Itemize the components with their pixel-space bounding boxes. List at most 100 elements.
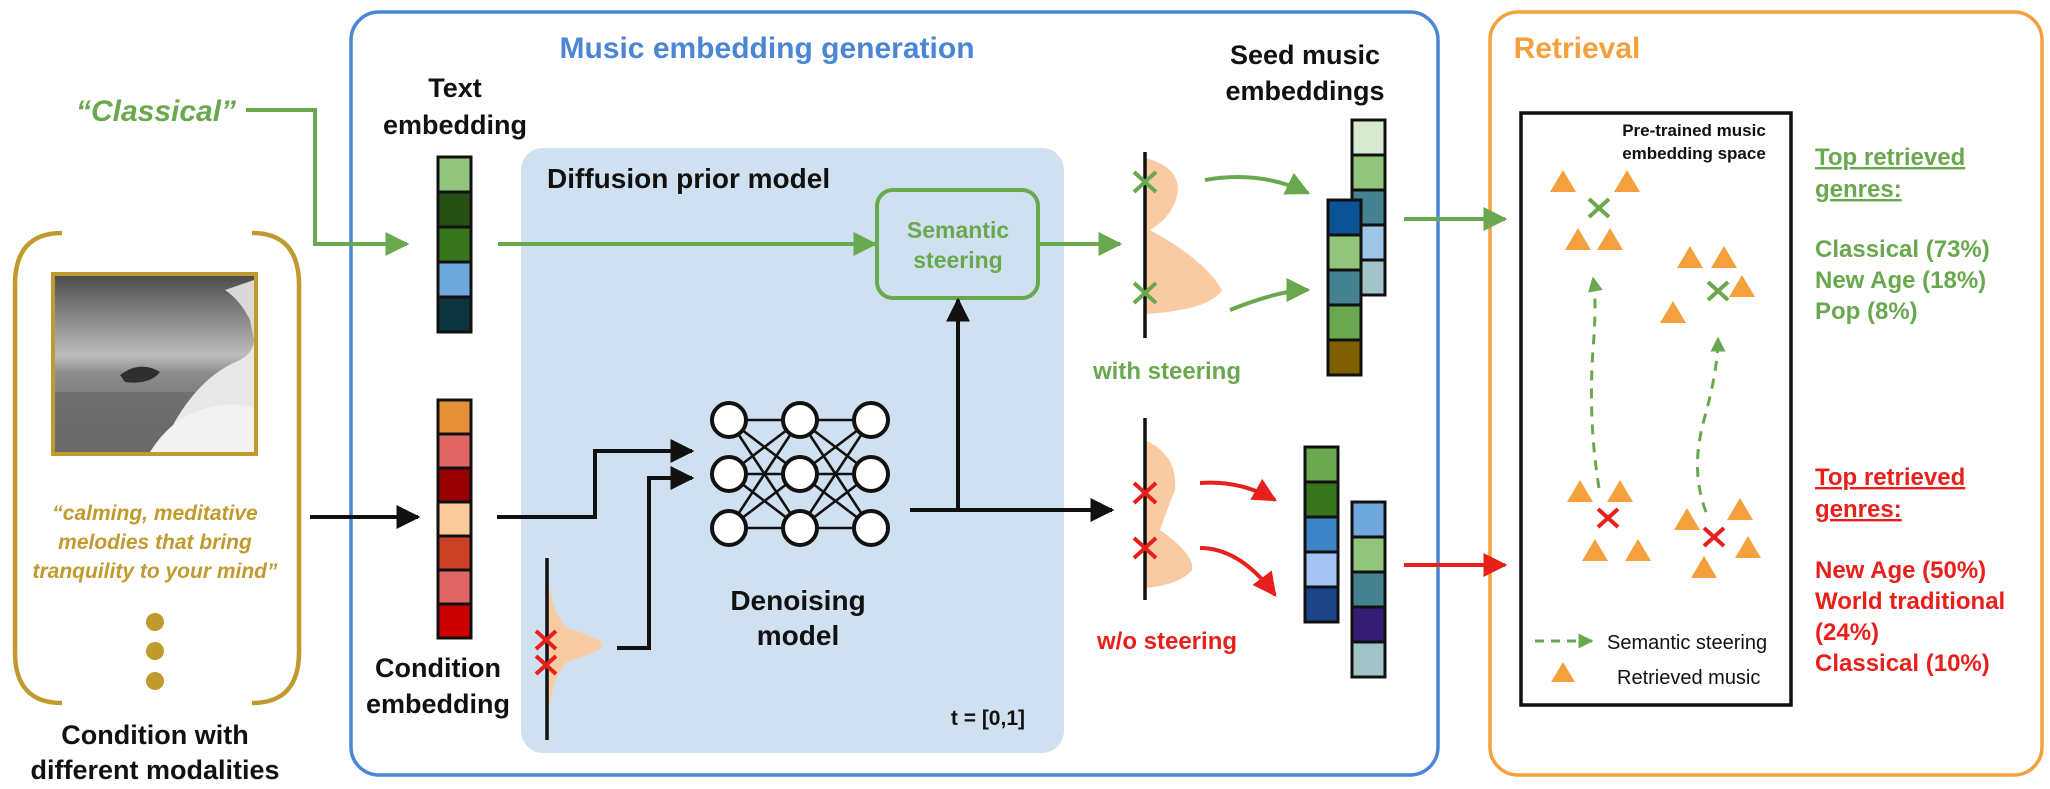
- green-results: Top retrieved genres: Classical (73%) Ne…: [1815, 144, 1990, 325]
- red-result-2: World traditional: [1815, 588, 2005, 615]
- steered-distribution: [1132, 152, 1222, 338]
- unsteered-sample-x-icon: [1132, 481, 1158, 560]
- red-result-4: Classical (10%): [1815, 650, 1990, 677]
- right-bracket: [251, 230, 302, 706]
- embedding-cell: [1350, 118, 1387, 157]
- embedding-cell: [1326, 338, 1363, 377]
- red-results: Top retrieved genres: New Age (50%) Worl…: [1815, 464, 2005, 677]
- steering-path-2: [1696, 336, 1726, 513]
- network-node: [781, 455, 819, 493]
- text-embedding-label-2: embedding: [383, 110, 527, 140]
- green-result-3: Pop (8%): [1815, 298, 1918, 325]
- diffusion-title: Diffusion prior model: [547, 163, 830, 194]
- green-results-title-2: genres:: [1815, 176, 1902, 203]
- embedding-cell: [436, 260, 473, 299]
- unsteered-distribution: [1132, 418, 1193, 600]
- steered-sample-x-icon: [1132, 170, 1158, 305]
- embedding-cell: [436, 225, 473, 264]
- retrieved-music-icon: [1735, 536, 1761, 558]
- steered-curve-arrow-2: [1229, 278, 1311, 312]
- retrieved-music-icon: [1729, 275, 1755, 297]
- generation-panel: [349, 10, 1440, 777]
- text-embedding-vector: [436, 155, 473, 334]
- embedding-cell: [1350, 570, 1387, 609]
- embedding-cell: [1326, 198, 1363, 237]
- modalities-label-1: Condition with: [61, 720, 248, 750]
- semantic-steering-label-1: Semantic: [907, 217, 1009, 243]
- retrieved-music-icon: [1565, 228, 1591, 250]
- embedding-cell: [1303, 550, 1340, 589]
- steered-curve-arrow-1: [1204, 172, 1311, 195]
- embedding-cell: [1350, 640, 1387, 679]
- seed-embedding-steered-front: [1326, 198, 1363, 377]
- embedding-cell: [436, 534, 473, 572]
- text-prompt: “Classical”: [76, 95, 236, 128]
- prompt-arrow: [246, 108, 410, 256]
- green-result-1: Classical (73%): [1815, 236, 1990, 263]
- network-node: [781, 509, 819, 547]
- embedding-cell: [436, 295, 473, 334]
- network-node: [710, 509, 748, 547]
- embedding-cell: [1350, 500, 1387, 539]
- embedding-cell: [1326, 268, 1363, 307]
- retrieved-music-clusters: [1550, 170, 1761, 578]
- network-node: [852, 455, 890, 493]
- steered-centroid-x-icon: [1587, 197, 1730, 302]
- unsteered-curve-arrow-1: [1199, 478, 1278, 502]
- retrieval-panel: [1488, 10, 2044, 777]
- embedding-cell: [1350, 153, 1387, 192]
- network-node: [852, 509, 890, 547]
- embedding-cell: [436, 190, 473, 229]
- network-node: [710, 455, 748, 493]
- unsteered-centroid-x-icon: [1596, 507, 1726, 548]
- condition-to-denoise-arrow: [497, 439, 695, 519]
- retrieved-music-icon: [1614, 170, 1640, 192]
- with-steering-label: with steering: [1092, 358, 1241, 385]
- retrieved-music-icon: [1582, 539, 1608, 561]
- neural-network-icon: [710, 401, 890, 547]
- legend-steering-label: Semantic steering: [1607, 632, 1767, 654]
- seed-embedding-unsteered-front: [1303, 445, 1340, 624]
- seed-label-1: Seed music: [1230, 40, 1380, 70]
- embedding-cell: [1326, 303, 1363, 342]
- network-node: [781, 401, 819, 439]
- retrieved-music-icon: [1625, 539, 1651, 561]
- steering-path-1: [1588, 276, 1603, 489]
- red-results-title-1: Top retrieved: [1815, 464, 1965, 491]
- more-dot-3: [146, 672, 164, 690]
- network-node: [852, 401, 890, 439]
- condition-embedding-vector: [436, 398, 473, 640]
- embedding-cell: [436, 568, 473, 606]
- embedding-cell: [436, 398, 473, 436]
- embedding-cell: [1303, 585, 1340, 624]
- retrieved-music-icon: [1567, 480, 1593, 502]
- seed-label-2: embeddings: [1225, 76, 1384, 106]
- condition-embedding-label-2: embedding: [366, 689, 510, 719]
- embedding-cell: [1303, 515, 1340, 554]
- space-label-2: embedding space: [1622, 144, 1766, 163]
- more-dot-2: [146, 642, 164, 660]
- embedding-cell: [436, 432, 473, 470]
- caption-line-3: tranquility to your mind”: [33, 560, 278, 583]
- modalities-label-2: different modalities: [30, 755, 279, 785]
- embedding-cell: [436, 500, 473, 538]
- embedding-cell: [1350, 605, 1387, 644]
- denoising-label-2: model: [757, 620, 839, 651]
- caption-line-2: melodies that bring: [58, 531, 252, 554]
- seed-embedding-unsteered-back: [1350, 500, 1387, 679]
- without-steering-label: w/o steering: [1096, 628, 1237, 655]
- embedding-cell: [1350, 535, 1387, 574]
- retrieved-music-icon: [1607, 480, 1633, 502]
- retrieved-music-icon: [1677, 246, 1703, 268]
- retrieval-title: Retrieval: [1514, 32, 1641, 65]
- network-node: [710, 401, 748, 439]
- noise-sample-x-icon: [534, 629, 558, 676]
- embedding-cell: [436, 466, 473, 504]
- red-results-title-2: genres:: [1815, 496, 1902, 523]
- retrieved-music-icon: [1691, 556, 1717, 578]
- seed-embedding-steered-back: [1350, 118, 1387, 297]
- embedding-cell: [1303, 445, 1340, 484]
- retrieved-music-icon: [1660, 301, 1686, 323]
- space-label-1: Pre-trained music: [1622, 121, 1766, 140]
